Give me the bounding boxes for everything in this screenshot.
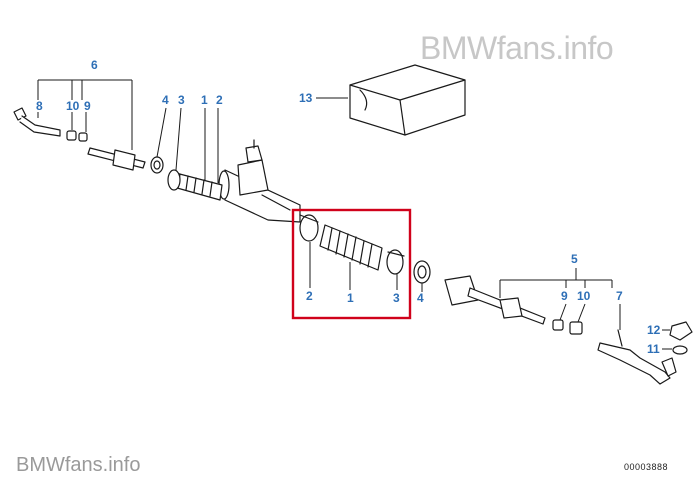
- callout-2: 2: [216, 93, 223, 107]
- washer-part[interactable]: [672, 345, 688, 355]
- callout-1: 1: [201, 93, 208, 107]
- callout-3-box: 3: [393, 291, 400, 305]
- left-tie-rod-end-part[interactable]: [13, 107, 61, 137]
- steering-rack-housing[interactable]: [218, 139, 301, 223]
- grease-pack-part[interactable]: [349, 64, 466, 136]
- highlight-box: [291, 208, 412, 320]
- document-number: 00003888: [624, 462, 669, 472]
- left-nut-part[interactable]: [66, 130, 88, 142]
- callout-3: 3: [178, 93, 185, 107]
- left-ring-part[interactable]: [150, 156, 164, 174]
- callout-1-box: 1: [347, 291, 354, 305]
- callout-11: 11: [647, 342, 660, 356]
- ball-joint-stud-part[interactable]: [661, 357, 677, 377]
- left-clamp-part[interactable]: [167, 169, 181, 191]
- callout-9: 9: [84, 99, 91, 113]
- callout-5: 5: [571, 252, 578, 266]
- callout-4: 4: [162, 93, 169, 107]
- right-nut-part[interactable]: [552, 319, 583, 335]
- callout-7: 7: [616, 289, 623, 303]
- right-clamp-3-part[interactable]: [386, 249, 405, 275]
- leader-lines: [37, 79, 672, 350]
- right-tie-rod-end-part[interactable]: [597, 329, 671, 385]
- left-tie-rod-part[interactable]: [87, 147, 146, 171]
- watermark-top: BMWfans.info: [420, 30, 614, 66]
- callout-13: 13: [299, 91, 313, 105]
- callout-2-box: 2: [306, 289, 313, 303]
- right-tie-rod-part[interactable]: [444, 275, 546, 325]
- callout-8: 8: [36, 99, 43, 113]
- right-clamp-2-part[interactable]: [299, 214, 319, 242]
- callout-labels: 6 8 10 9 4 3 1 2 13 2 1 3 4 5 9 10 7 12 …: [36, 58, 661, 356]
- callout-6: 6: [91, 58, 98, 72]
- callout-4-right: 4: [417, 291, 424, 305]
- callout-10-right: 10: [577, 289, 591, 303]
- callout-12: 12: [647, 323, 661, 337]
- callout-10: 10: [66, 99, 80, 113]
- right-ring-part[interactable]: [413, 260, 431, 284]
- watermark-bottom: BMWfans.info: [16, 454, 141, 476]
- right-bellows-part[interactable]: [319, 224, 383, 271]
- callout-9-right: 9: [561, 289, 568, 303]
- castle-nut-part[interactable]: [669, 321, 693, 341]
